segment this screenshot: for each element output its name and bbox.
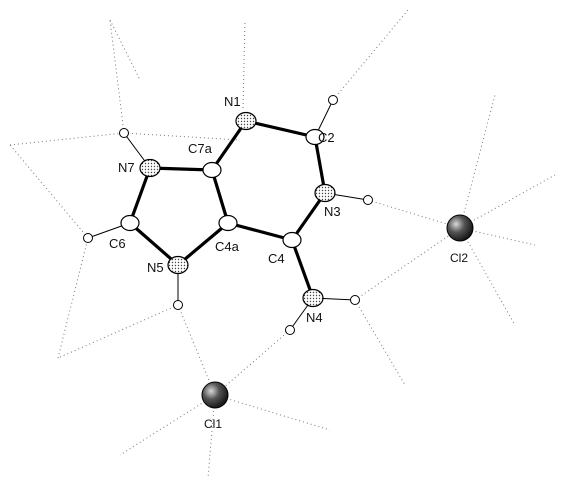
atom-c4: [282, 231, 302, 249]
label-c2: C2: [318, 130, 335, 145]
atom-n4: [302, 288, 324, 308]
label-n1: N1: [224, 94, 241, 109]
label-c4a: C4a: [215, 239, 240, 254]
atom-h-n7: [119, 128, 129, 138]
label-cl2: Cl2: [450, 251, 468, 265]
atom-h-n4a: [350, 295, 360, 305]
label-c4: C4: [268, 251, 285, 266]
label-c7a: C7a: [188, 141, 213, 156]
atom-c4a: [218, 214, 238, 232]
atom-n1: [235, 111, 257, 131]
hydrogen-bonds-to-atoms: [87, 99, 369, 331]
hydrogen-atoms: [83, 95, 373, 335]
label-n7: N7: [118, 160, 135, 175]
label-cl1: Cl1: [204, 417, 222, 431]
atom-c6: [120, 214, 140, 232]
atom-h-c6: [83, 233, 93, 243]
atom-h-n3: [363, 195, 373, 205]
heavy-atoms: [120, 111, 336, 308]
atom-n7: [139, 158, 161, 178]
atom-c2: [305, 128, 325, 146]
molecular-bonds: [128, 119, 327, 300]
label-n5: N5: [147, 260, 164, 275]
hydrogen-bond-network: [9, 9, 556, 479]
label-n4: N4: [306, 310, 323, 325]
atom-cl2: [446, 214, 474, 242]
label-n3: N3: [324, 204, 341, 219]
atom-h-c2: [328, 95, 338, 105]
atom-h-n5: [173, 300, 183, 310]
atom-n3: [314, 183, 336, 203]
atom-h-n4b: [285, 325, 295, 335]
atom-c7a: [202, 161, 222, 179]
atom-n5: [167, 255, 189, 275]
atom-labels: N1 C2 N3 C4 N4 C4a N5 C6 N7 C7a Cl1 Cl2: [109, 94, 468, 431]
label-c6: C6: [109, 236, 126, 251]
atom-cl1: [201, 381, 229, 409]
chloride-ions: [201, 214, 474, 409]
